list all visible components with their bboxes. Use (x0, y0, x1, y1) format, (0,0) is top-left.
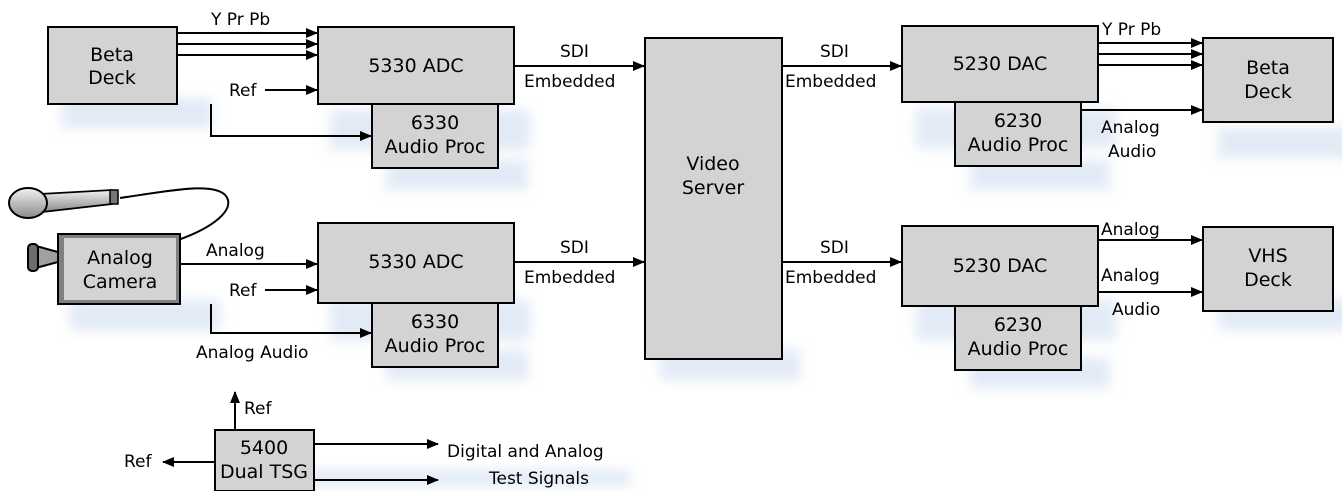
dac-top-label: 5230 DAC (953, 53, 1048, 75)
vhs-deck-line1: VHS (1248, 245, 1287, 267)
label-sdi-top-right-2: Embedded (785, 72, 876, 92)
label-test-signals-1: Digital and Analog (447, 442, 604, 462)
label-analog-audio-top-1: Analog (1101, 118, 1160, 138)
label-analog-audio-vhs-1: Analog (1101, 266, 1160, 286)
wires (162, 28, 1203, 485)
video-server-line2: Server (682, 177, 744, 199)
label-analog-cam: Analog (206, 241, 265, 261)
label-ref-left: Ref (124, 452, 153, 472)
label-sdi-top-right-1: SDI (820, 42, 849, 62)
label-analog-audio-cam: Analog Audio (196, 343, 308, 363)
audio-proc-6230-bottom-line2: Audio Proc (968, 338, 1069, 360)
beta-deck-in: Beta Deck (47, 26, 178, 105)
beta-deck-out: Beta Deck (1202, 37, 1334, 123)
label-ref-up: Ref (244, 399, 273, 419)
tsg-line2: Dual TSG (220, 461, 308, 483)
label-sdi-top-left-1: SDI (560, 42, 589, 62)
audio-proc-6330-top-line1: 6330 (411, 112, 459, 134)
microphone-icon (8, 187, 230, 241)
label-ref-bottom: Ref (229, 281, 258, 301)
video-server-line1: Video (686, 153, 739, 175)
label-sdi-bot-left-1: SDI (560, 238, 589, 258)
label-test-signals-2: Test Signals (488, 469, 589, 489)
audio-proc-6230-top-line1: 6230 (994, 110, 1042, 132)
audio-proc-6230-top: 6230 Audio Proc (954, 101, 1082, 167)
signal-labels: Y Pr Pb Ref SDI Embedded SDI Embedded Y … (124, 10, 1161, 489)
analog-camera: Analog Camera (57, 233, 181, 305)
vhs-deck-line2: Deck (1244, 269, 1292, 291)
beta-deck-in-line1: Beta (90, 44, 134, 66)
audio-proc-6230-top-line2: Audio Proc (968, 134, 1069, 156)
adc-top: 5330 ADC (317, 26, 515, 105)
camera-lens-icon (27, 243, 59, 272)
adc-bottom-label: 5330 ADC (368, 251, 463, 273)
label-sdi-top-left-2: Embedded (524, 72, 615, 92)
adc-top-label: 5330 ADC (368, 55, 463, 77)
beta-deck-out-line2: Deck (1244, 81, 1292, 103)
label-analog-audio-top-2: Audio (1108, 142, 1156, 162)
analog-camera-line1: Analog (87, 247, 153, 269)
adc-bottom: 5330 ADC (317, 222, 515, 304)
audio-proc-6230-bottom-line1: 6230 (994, 314, 1042, 336)
audio-proc-6330-bottom: 6330 Audio Proc (371, 302, 499, 368)
vhs-deck: VHS Deck (1202, 226, 1334, 312)
label-analog-vhs: Analog (1101, 220, 1160, 240)
beta-deck-in-line2: Deck (88, 67, 136, 89)
dac-top: 5230 DAC (901, 25, 1099, 103)
label-sdi-bot-right-2: Embedded (785, 268, 876, 288)
tsg: 5400 Dual TSG (214, 429, 315, 491)
audio-proc-6330-top-line2: Audio Proc (385, 136, 486, 158)
label-analog-audio-vhs-2: Audio (1112, 300, 1160, 320)
label-sdi-bot-left-2: Embedded (524, 268, 615, 288)
tsg-line1: 5400 (240, 437, 288, 459)
analog-camera-line2: Camera (83, 271, 158, 293)
label-ref-top: Ref (229, 81, 258, 101)
beta-deck-out-line1: Beta (1246, 57, 1290, 79)
label-ypp-in: Y Pr Pb (210, 10, 270, 30)
dac-bottom: 5230 DAC (901, 225, 1099, 307)
dac-bottom-label: 5230 DAC (953, 255, 1048, 277)
audio-proc-6330-bottom-line2: Audio Proc (385, 335, 486, 357)
audio-proc-6230-bottom: 6230 Audio Proc (954, 305, 1082, 371)
audio-proc-6330-bottom-line1: 6330 (411, 311, 459, 333)
label-ypp-out: Y Pr Pb (1101, 20, 1161, 40)
video-server: Video Server (644, 37, 783, 360)
audio-proc-6330-top: 6330 Audio Proc (371, 103, 499, 169)
label-sdi-bot-right-1: SDI (820, 238, 849, 258)
